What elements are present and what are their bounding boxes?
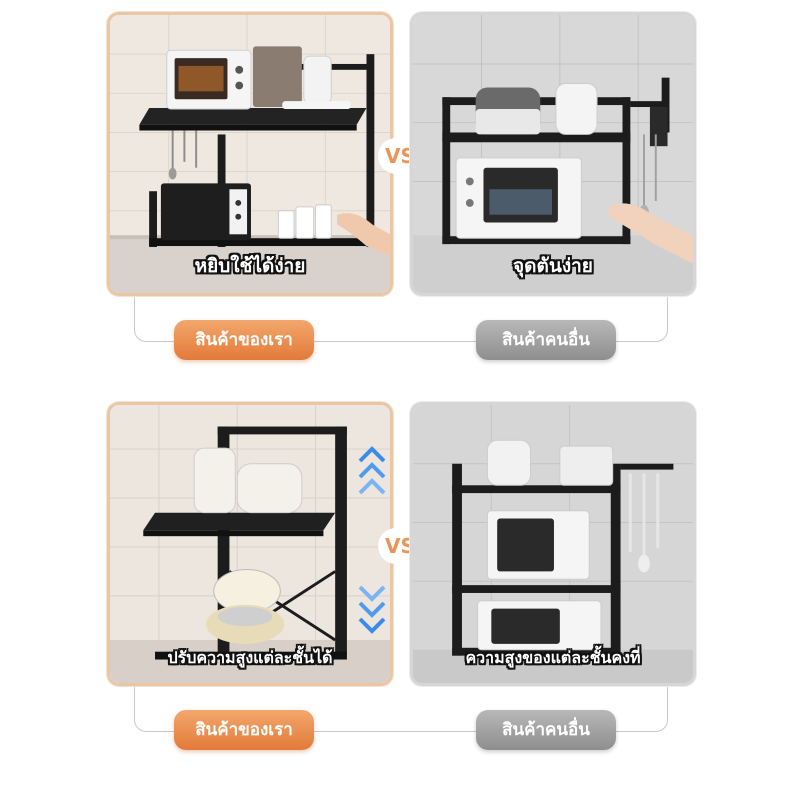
kitchen-scene-other-rack <box>413 15 693 293</box>
other-product-label: สินค้าคนอื่น <box>476 710 616 750</box>
other-product-caption-height: ความสูงของแต่ละชั้นคงที่ <box>465 648 641 667</box>
our-product-label: สินค้าของเรา <box>174 320 314 360</box>
our-product-photo-height: ปรับความสูงแต่ละชั้นได้ <box>107 402 393 686</box>
arrow-up-icon <box>358 445 386 505</box>
other-product-photo-access: จุดตันง่าย <box>410 12 696 296</box>
kitchen-scene-fixed-rack <box>413 405 693 683</box>
comparison-adjustable-height: ปรับความสูงแต่ละชั้นได้ VS <box>0 390 800 790</box>
other-product-label: สินค้าคนอื่น <box>476 320 616 360</box>
our-product-caption-access: หยิบใช้ได้ง่าย <box>194 255 306 277</box>
arrow-down-icon <box>358 575 386 635</box>
our-product-label: สินค้าของเรา <box>174 710 314 750</box>
other-product-caption-access: จุดตันง่าย <box>513 255 593 277</box>
kitchen-scene-our-rack <box>110 15 390 293</box>
other-product-photo-height: ความสูงของแต่ละชั้นคงที่ <box>410 402 696 686</box>
comparison-bracket <box>134 686 668 732</box>
comparison-bracket <box>134 296 668 342</box>
comparison-ease-of-access: หยิบใช้ได้ง่าย VS <box>107 12 696 360</box>
our-product-caption-height: ปรับความสูงแต่ละชั้นได้ <box>167 648 333 667</box>
our-product-photo-access: หยิบใช้ได้ง่าย <box>107 12 393 296</box>
kitchen-scene-adjustable-rack <box>110 405 390 683</box>
